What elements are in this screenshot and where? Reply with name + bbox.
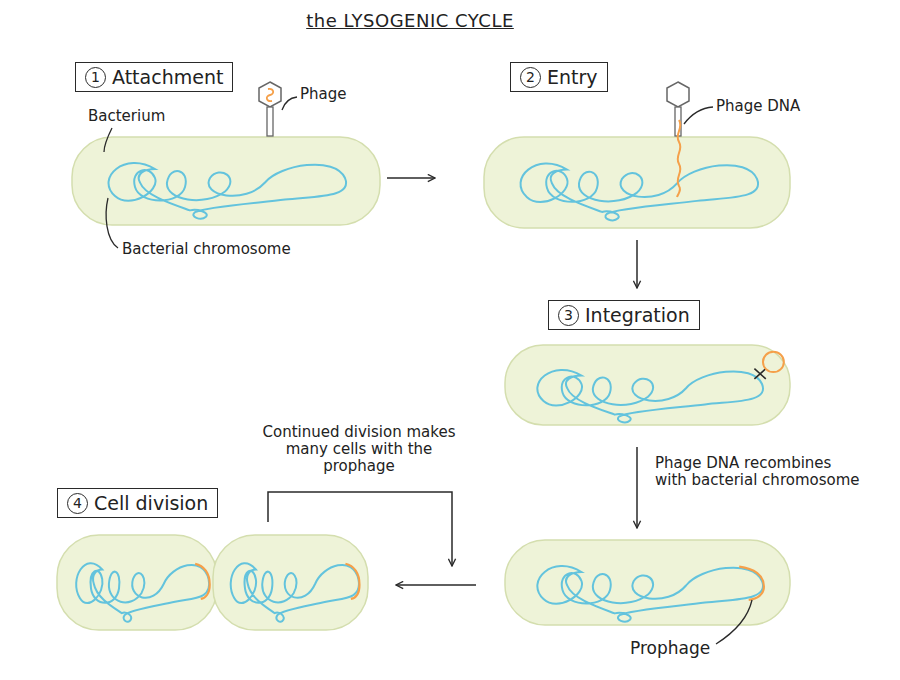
bacterial-chromosome	[109, 163, 347, 219]
annotation-label: Bacterial chromosome	[122, 241, 352, 258]
step-number: 2	[520, 67, 541, 88]
step-name: Cell division	[94, 492, 208, 514]
prophage-segment	[195, 564, 210, 599]
crossover-mark	[754, 369, 765, 379]
leader-line	[684, 107, 713, 124]
phage-icon	[259, 82, 281, 136]
daughter-cell	[213, 535, 368, 630]
bacterial-chromosome	[231, 563, 360, 622]
bacterial-chromosome	[521, 164, 759, 221]
step-number: 4	[67, 493, 88, 514]
bacterial-chromosome	[76, 563, 210, 622]
phage-dna	[677, 120, 680, 197]
step-arrow	[636, 447, 638, 528]
step-box: 4 Cell division	[57, 488, 218, 518]
step-name: Attachment	[112, 66, 223, 88]
bacterium-cell	[484, 137, 790, 228]
prophage-segment	[739, 567, 764, 600]
step-box: 1 Attachment	[75, 62, 233, 92]
step-box: 3 Integration	[548, 300, 700, 330]
step-arrow	[636, 240, 638, 288]
step-arrow	[396, 584, 476, 586]
step-arrow	[387, 177, 435, 179]
leader-line	[104, 128, 112, 152]
bacterium-cell	[72, 137, 380, 225]
leader-line	[106, 198, 118, 248]
annotation-label: Bacterium	[88, 108, 198, 125]
diagram-title: the LYSOGENIC CYCLE	[306, 10, 514, 31]
step-name: Integration	[585, 304, 690, 326]
annotation-label: Phage	[300, 86, 380, 103]
bacterial-chromosome	[537, 566, 764, 622]
daughter-cell	[57, 535, 217, 630]
annotation-label: Phage DNA	[716, 98, 836, 115]
leader-line	[282, 97, 297, 110]
bacterial-chromosome	[537, 352, 784, 423]
leader-line	[716, 600, 752, 644]
phage-icon	[667, 82, 689, 197]
step-box: 2 Entry	[510, 62, 608, 92]
division-bracket	[268, 492, 452, 566]
step-number: 1	[85, 67, 106, 88]
annotation-label: Continued division makes many cells with…	[250, 424, 468, 475]
step-name: Entry	[547, 66, 598, 88]
annotation-label: Phage DNA recombines with bacterial chro…	[655, 455, 865, 489]
prophage-segment	[345, 564, 359, 599]
bacterium-cell	[505, 345, 790, 425]
step-number: 3	[558, 305, 579, 326]
phage-dna-circle	[763, 352, 784, 372]
annotation-label: Prophage	[630, 638, 740, 658]
